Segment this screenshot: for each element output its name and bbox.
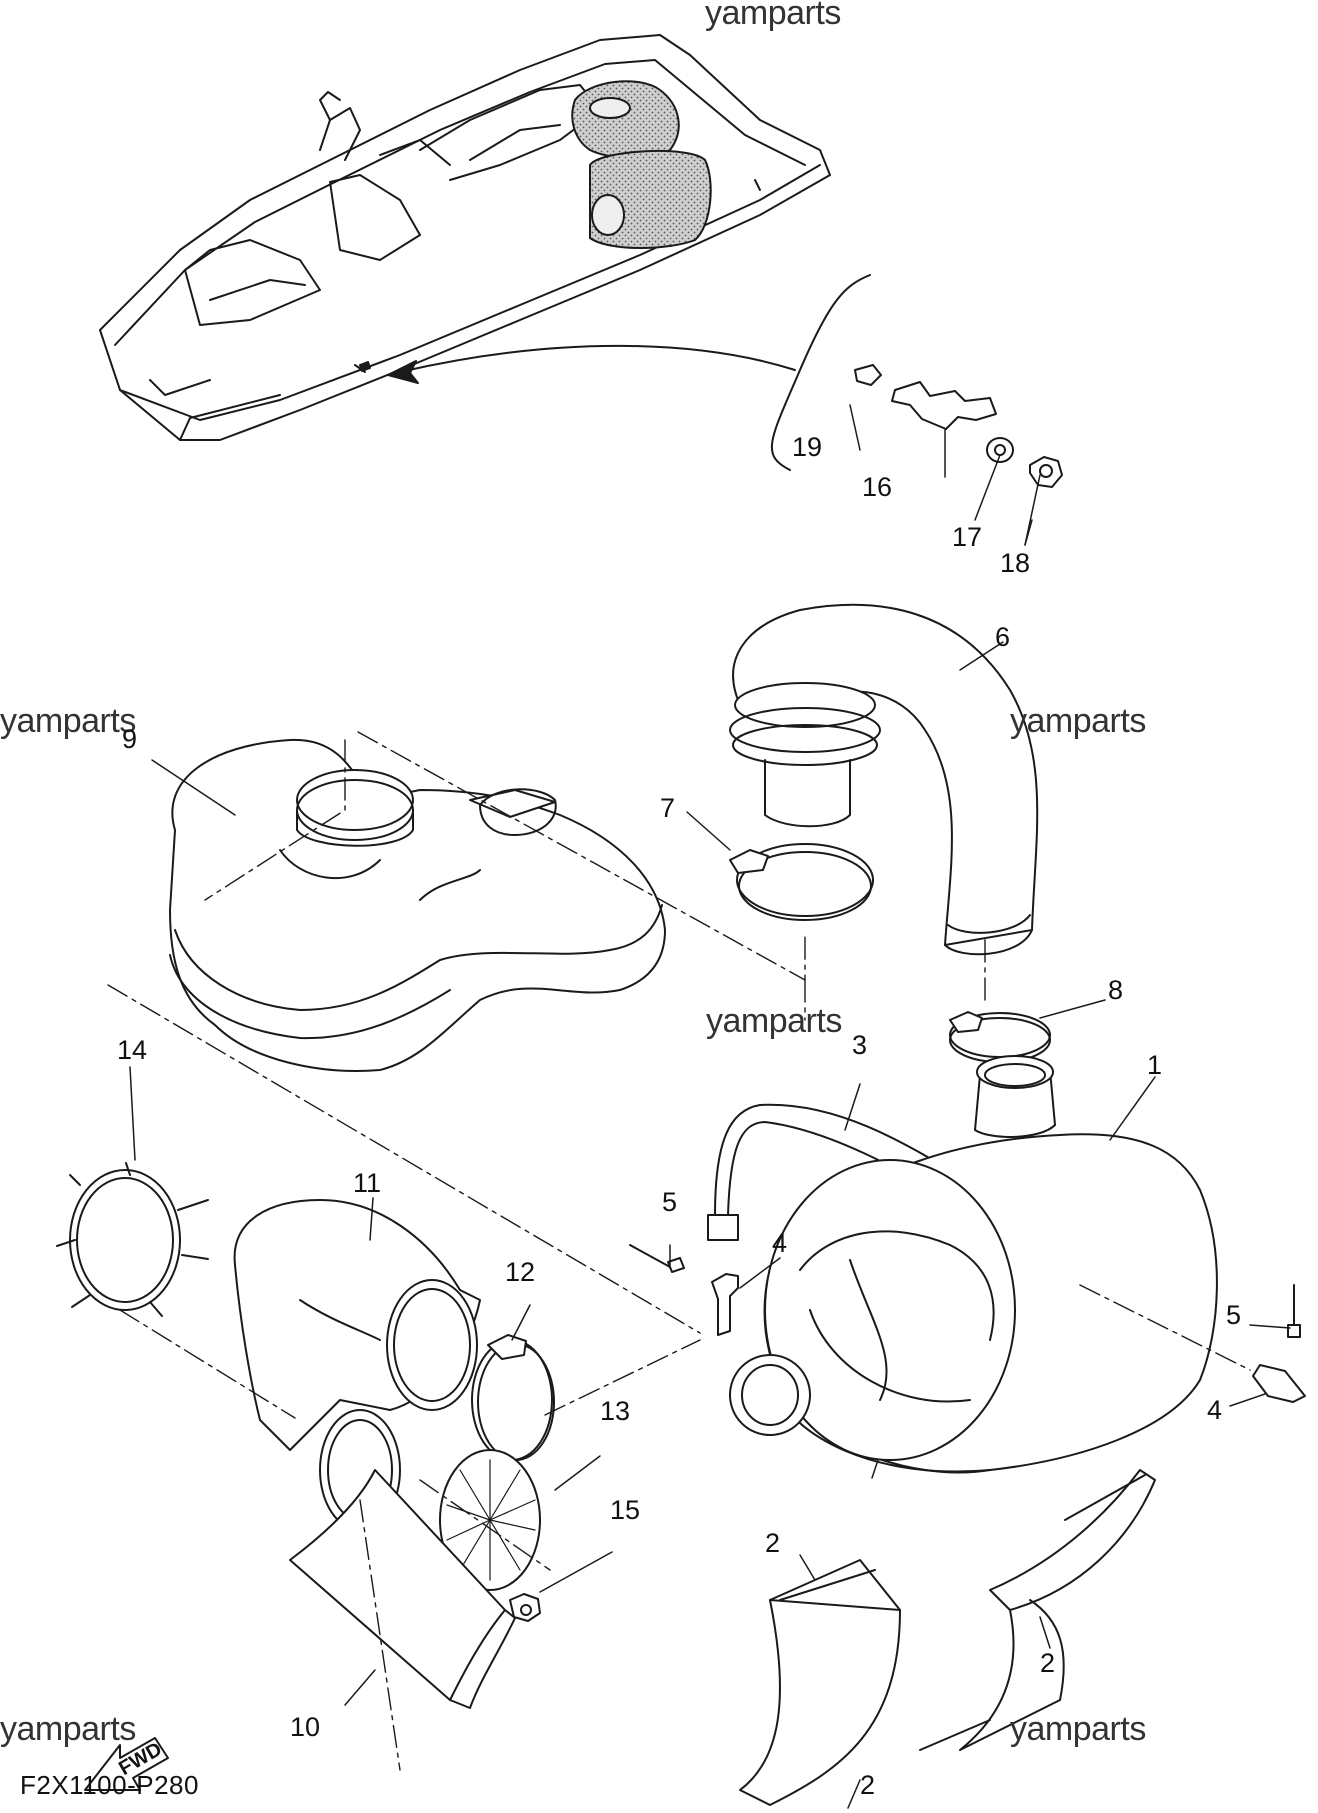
callout-2-right: 2 — [1040, 1648, 1056, 1678]
callout-2-bottom: 2 — [860, 1770, 876, 1800]
watermark-center: yamparts — [706, 1002, 842, 1040]
callout-6: 6 — [995, 622, 1011, 652]
callout-15: 15 — [610, 1495, 641, 1525]
part-13-plate — [439, 1449, 541, 1591]
callout-4-left: 4 — [772, 1228, 788, 1258]
part-1-muffler — [729, 1055, 1218, 1474]
callout-17: 17 — [952, 522, 983, 552]
assembly-center-lines — [107, 731, 1251, 1771]
part-11-exhaust-body — [233, 1199, 481, 1531]
part-9-water-lock — [169, 738, 666, 1072]
callout-12: 12 — [505, 1257, 536, 1287]
watermark-left: yamparts — [0, 702, 136, 740]
callout-8: 8 — [1108, 975, 1124, 1005]
part-4-bracket-left — [711, 1273, 739, 1336]
forward-direction-arrow — [84, 1737, 169, 1791]
callout-9: 9 — [122, 724, 138, 754]
callout-19: 19 — [792, 432, 823, 462]
callout-16: 16 — [862, 472, 893, 502]
callout-5-left: 5 — [662, 1187, 678, 1217]
part-7-hose-clamp — [729, 843, 874, 921]
part-4-bracket-right — [1252, 1364, 1306, 1403]
callout-10: 10 — [290, 1712, 321, 1742]
part-6-exhaust-pipe — [729, 603, 1039, 956]
part-10-protector — [289, 1469, 516, 1709]
part-5-rivet-right — [1287, 1284, 1301, 1338]
muffler-location-shaded — [571, 80, 680, 159]
watermark-right: yamparts — [1010, 702, 1146, 740]
part-8-hose-clamp — [949, 1011, 1051, 1063]
drain-plug-assembly — [854, 364, 1063, 488]
watermark-top: yamparts — [705, 0, 841, 32]
callout-14: 14 — [117, 1035, 148, 1065]
part-12-hose-clamp — [471, 1334, 555, 1461]
location-arrow — [387, 274, 871, 471]
callout-7: 7 — [660, 793, 676, 823]
callout-13: 13 — [600, 1396, 631, 1426]
part-5-rivet-left — [629, 1244, 685, 1273]
callout-1: 1 — [1147, 1050, 1163, 1080]
callout-11: 11 — [353, 1168, 382, 1198]
watercraft-overview — [99, 34, 831, 441]
diagram-code: F2X1100-P280 — [20, 1770, 199, 1800]
callout-18: 18 — [1000, 548, 1031, 578]
callout-2-top: 2 — [765, 1528, 781, 1558]
part-2-protectors — [739, 1469, 1156, 1806]
watermark-bottom-left: yamparts — [0, 1710, 136, 1748]
part-14-stud-ring — [56, 1162, 209, 1317]
callout-5-right: 5 — [1226, 1300, 1242, 1330]
callout-3: 3 — [852, 1030, 868, 1060]
watermark-bottom-right: yamparts — [1010, 1710, 1146, 1748]
callout-4-right: 4 — [1207, 1395, 1223, 1425]
leader-lines — [129, 404, 1291, 1809]
